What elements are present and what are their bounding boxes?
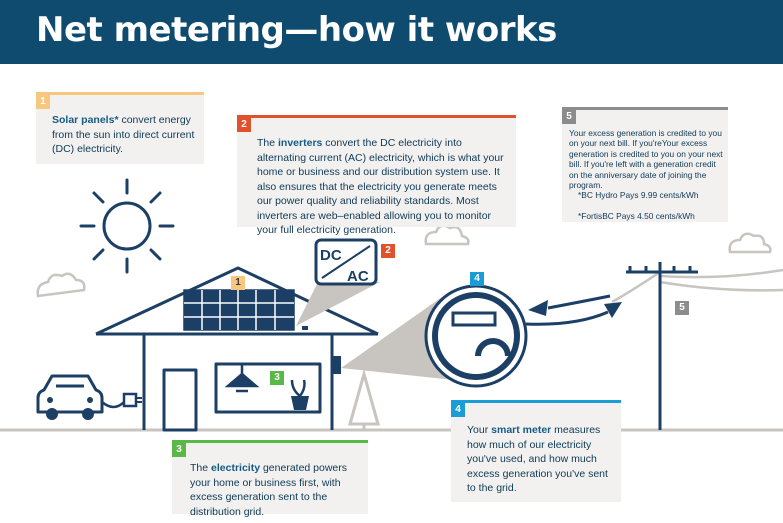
box-pre: The <box>257 137 279 149</box>
info-box-smart-meter: 4 Your smart meter measures how much of … <box>451 400 621 502</box>
inverter-dc-label: DC <box>320 247 342 264</box>
callout-badge-2: 2 <box>381 244 395 258</box>
box-note: *FortisBC Pays 4.50 cents/kWh <box>578 211 695 221</box>
sun-icon <box>79 178 175 274</box>
solar-panel-icon <box>183 289 295 331</box>
inverter-ac-label: AC <box>347 268 369 285</box>
inverter-beam <box>296 278 380 326</box>
info-box-solar-panels: 1 Solar panels* convert energy from the … <box>36 92 204 164</box>
box-text: The electricity generated powers your ho… <box>190 461 366 519</box>
arrow-icon <box>528 294 611 316</box>
callout-badge-5: 5 <box>675 301 689 315</box>
box-body: Your excess generation is credited to yo… <box>569 128 723 191</box>
header-banner: Net metering—how it works <box>0 0 783 64</box>
box-bold-term: electricity <box>211 462 261 474</box>
house-icon <box>95 266 379 432</box>
box-pre: Your <box>467 424 492 436</box>
utility-pole-icon <box>626 262 698 430</box>
callout-badge-4: 4 <box>470 272 484 286</box>
cloud-icon <box>36 272 86 298</box>
arrow-icon <box>525 302 622 326</box>
car-wheel <box>82 408 94 420</box>
plant-icon <box>290 379 309 410</box>
box-number-badge: 2 <box>237 118 251 132</box>
box-text: Solar panels* convert energy from the su… <box>52 113 200 157</box>
car-headlight <box>87 397 93 403</box>
info-box-inverters: 2 The inverters convert the DC electrici… <box>237 115 516 236</box>
tree-icon <box>348 368 380 430</box>
box-bold-term: Solar panels* <box>52 114 119 126</box>
power-lines <box>611 268 783 304</box>
box-body: measures how much of our electricity you… <box>467 424 608 494</box>
box-text: Your smart meter measures how much of ou… <box>467 423 613 496</box>
box-body: convert energy from the sun into direct … <box>52 114 195 155</box>
meter-beam <box>341 290 454 380</box>
car-headlight <box>47 397 53 403</box>
box-pre: The <box>190 462 212 474</box>
info-box-credit: 5 Your excess generation is credited to … <box>562 107 728 222</box>
callout-badge-3: 3 <box>270 371 284 385</box>
lamp-icon <box>224 364 260 393</box>
box-text: Your excess generation is credited to yo… <box>569 128 725 190</box>
box-note: *BC Hydro Pays 9.99 cents/kWh <box>578 190 699 200</box>
cloud-icon <box>424 224 470 246</box>
box-bold-term: inverters <box>278 137 323 149</box>
box-number-badge: 5 <box>562 110 576 124</box>
box-number-badge: 4 <box>451 403 465 417</box>
car-icon <box>36 374 104 414</box>
car-wheel <box>46 408 58 420</box>
box-text: The inverters convert the DC electricity… <box>257 136 509 238</box>
info-box-electricity: 3 The electricity generated powers your … <box>172 440 368 518</box>
box-bold-term: smart meter <box>491 424 552 436</box>
box-number-badge: 1 <box>36 95 50 109</box>
wall-connection <box>331 356 341 374</box>
cloud-icon <box>728 232 772 254</box>
box-number-badge: 3 <box>172 443 186 457</box>
smart-meter-icon <box>424 284 528 388</box>
callout-badge-1: 1 <box>231 276 245 290</box>
plug-icon <box>101 392 142 409</box>
box-body: convert the DC electricity into alternat… <box>257 137 504 236</box>
inverter-icon <box>314 238 378 286</box>
box-body: generated powers your home or business f… <box>190 462 348 518</box>
page-title: Net metering—how it works <box>36 10 557 50</box>
